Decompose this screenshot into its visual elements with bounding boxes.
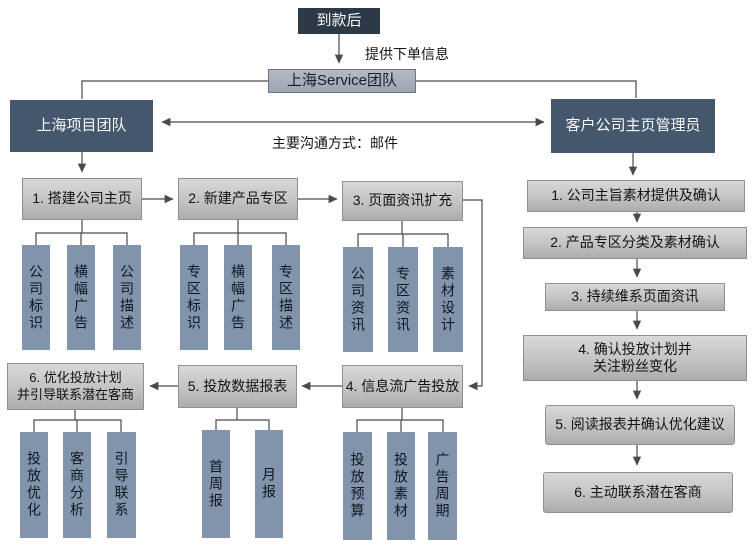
project-step-6: 6. 优化投放计划 并引导联系潜在客商 <box>7 363 144 410</box>
pillar-label: 投放素材 <box>393 452 409 520</box>
order-info-label: 提供下单信息 <box>365 46 449 62</box>
step3-item-company-news: 公司资讯 <box>343 247 373 352</box>
step3-item-material-design: 素材设计 <box>433 247 463 352</box>
communication-label: 主要沟通方式：邮件 <box>272 135 398 151</box>
pillar-label: 首周报 <box>208 458 224 510</box>
step6-item-delivery-optimize: 投放优化 <box>20 432 48 538</box>
project-team-node: 上海项目团队 <box>10 100 153 152</box>
pillar-label: 横幅广告 <box>230 263 246 332</box>
client-step-4: 4. 确认投放计划并 关注粉丝变化 <box>523 335 747 381</box>
pillar-label: 投放预算 <box>349 452 366 520</box>
project-step-1: 1. 搭建公司主页 <box>22 178 142 220</box>
step1-item-company-desc: 公司描述 <box>113 245 141 350</box>
client-step-3: 3. 持续维系页面资讯 <box>545 283 725 311</box>
step5-item-first-weekly-report: 首周报 <box>202 430 230 538</box>
client-step-2: 2. 产品专区分类及素材确认 <box>523 227 747 259</box>
pillar-label: 横幅广告 <box>73 263 89 332</box>
step5-item-monthly-report: 月报 <box>255 430 283 538</box>
step2-item-zone-desc: 专区描述 <box>272 245 300 350</box>
client-step-1: 1. 公司主旨素材提供及确认 <box>527 180 745 212</box>
project-step-4: 4. 信息流广告投放 <box>342 365 463 408</box>
step1-item-banner-ad: 横幅广告 <box>67 245 95 350</box>
pillar-label: 引导联系 <box>113 451 130 519</box>
project-step-3: 3. 页面资讯扩充 <box>342 181 463 221</box>
step6-item-guide-contact: 引导联系 <box>107 432 136 538</box>
pillar-label: 月报 <box>261 467 277 501</box>
pillar-label: 专区标识 <box>186 263 202 332</box>
project-step-5: 5. 投放数据报表 <box>178 365 297 408</box>
pillar-label: 素材设计 <box>440 265 456 334</box>
client-admin-node: 客户公司主页管理员 <box>551 99 715 153</box>
step2-item-banner-ad: 横幅广告 <box>224 245 252 350</box>
service-team-node: 上海Service团队 <box>268 69 416 93</box>
step4-item-ad-period: 广告周期 <box>428 432 457 540</box>
start-node: 到款后 <box>298 8 380 34</box>
pillar-label: 客商分析 <box>69 451 85 519</box>
step2-item-zone-logo: 专区标识 <box>180 245 208 350</box>
client-step-5: 5. 阅读报表并确认优化建议 <box>545 405 735 445</box>
step1-item-company-logo: 公司标识 <box>22 245 50 350</box>
step3-item-zone-news: 专区资讯 <box>388 247 418 352</box>
pillar-label: 公司标识 <box>28 263 44 332</box>
pillar-label: 投放优化 <box>26 451 42 519</box>
step4-item-delivery-budget: 投放预算 <box>343 432 372 540</box>
pillar-label: 专区描述 <box>278 263 294 332</box>
pillar-label: 专区资讯 <box>395 265 411 334</box>
pillar-label: 公司描述 <box>119 263 135 332</box>
pillar-label: 公司资讯 <box>350 265 366 334</box>
project-step-2: 2. 新建产品专区 <box>178 178 298 220</box>
step6-item-merchant-analysis: 客商分析 <box>63 432 91 538</box>
step4-item-delivery-material: 投放素材 <box>387 432 415 540</box>
pillar-label: 广告周期 <box>434 452 451 520</box>
client-step-6: 6. 主动联系潜在客商 <box>543 472 733 513</box>
